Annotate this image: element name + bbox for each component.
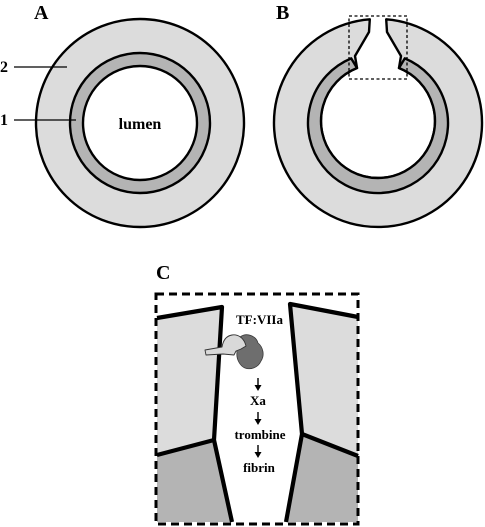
left-wall-layer-boundary: [156, 437, 215, 458]
cascade-arrow-3: [254, 445, 262, 458]
panel-c: C TF:VIIa Xa trombine: [154, 262, 360, 526]
left-wall-outer-layer: [157, 307, 222, 455]
outer-layer-number: 2: [0, 59, 8, 76]
left-wall-outline: [156, 304, 235, 523]
panel-a: A lumen 2 1: [0, 2, 246, 229]
lumen-label: lumen: [119, 116, 162, 133]
cascade-step-trombine: trombine: [234, 427, 285, 442]
inner-layer-ring-b: [306, 57, 450, 195]
right-wall-outer-layer: [290, 304, 358, 456]
panel-c-label: C: [156, 262, 170, 284]
left-wall-inner-layer: [157, 440, 232, 522]
cascade-arrow-1: [254, 378, 262, 391]
lumen-a: [81, 64, 199, 182]
right-wall-outline: [283, 301, 359, 523]
right-wall-layer-boundary: [301, 432, 359, 458]
injury-region-box: [348, 15, 408, 80]
outer-layer-ring-b: [272, 18, 484, 229]
tissue-factor-shape: [204, 334, 247, 356]
cascade-arrow-2: [254, 412, 262, 425]
panel-a-label: A: [34, 2, 49, 24]
tf-viia-complex-label: TF:VIIa: [236, 312, 283, 327]
panel-b: B: [272, 2, 484, 229]
right-wall-inner-layer: [286, 434, 358, 522]
cascade-step-fibrin: fibrin: [243, 460, 276, 475]
inner-layer-number: 1: [0, 112, 8, 129]
cascade-step-xa: Xa: [250, 393, 266, 408]
panel-b-label: B: [276, 2, 289, 24]
enlargement-frame: [154, 292, 360, 526]
